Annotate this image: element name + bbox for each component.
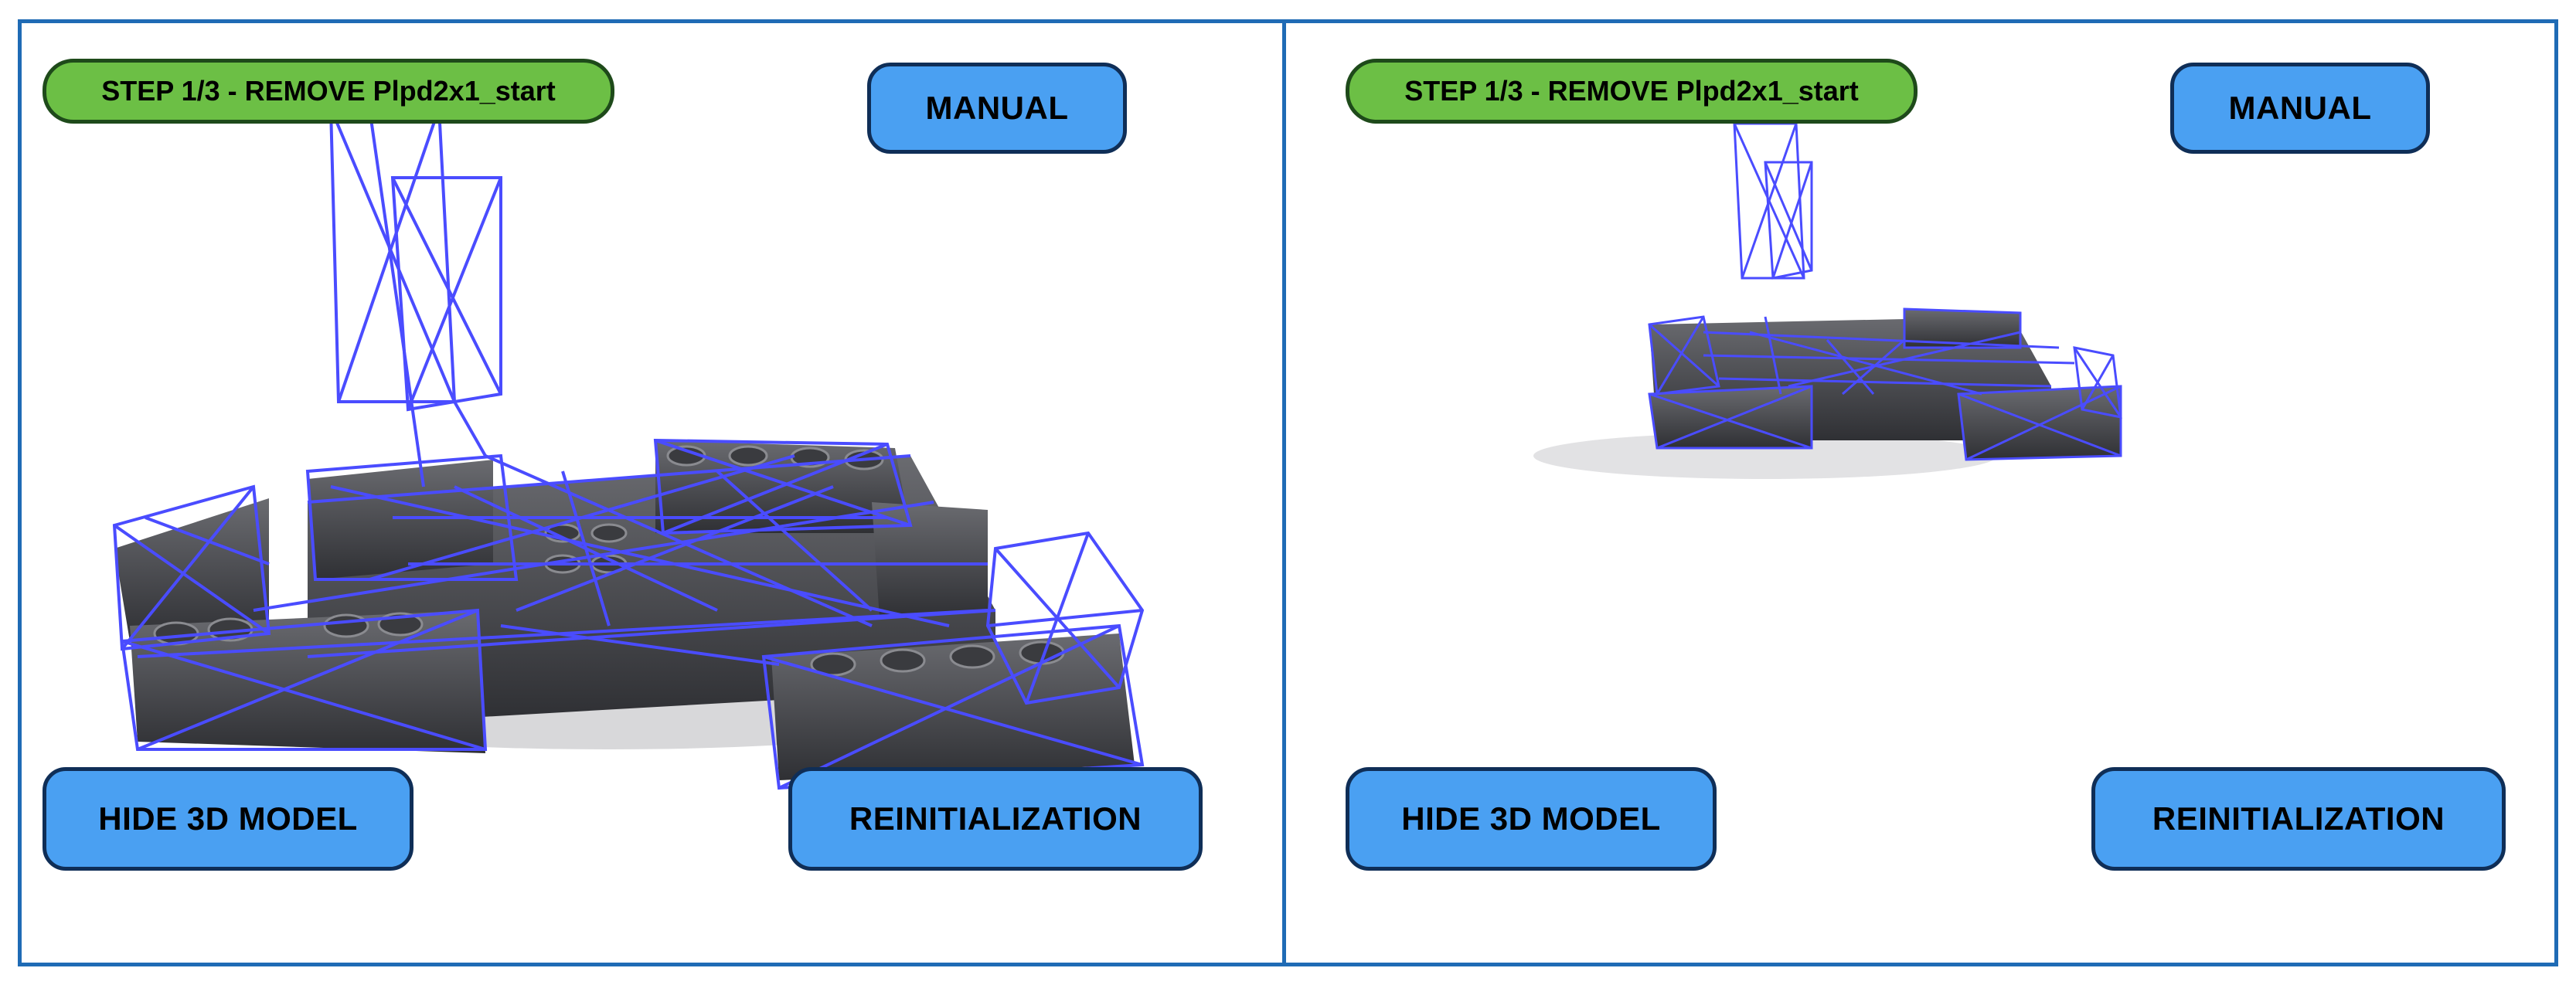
ar-scene-right bbox=[1533, 122, 2122, 479]
step-instruction-badge: STEP 1/3 - REMOVE Plpd2x1_start bbox=[1346, 59, 1918, 124]
ar-view-right: STEP 1/3 - REMOVE Plpd2x1_start MANUAL H… bbox=[1286, 23, 2554, 963]
hide-3d-model-button[interactable]: HIDE 3D MODEL bbox=[1346, 767, 1717, 871]
model-shadow bbox=[1533, 433, 1997, 479]
manual-button[interactable]: MANUAL bbox=[867, 63, 1127, 154]
app-frame bbox=[18, 19, 2558, 966]
lego-bricks-right bbox=[1649, 309, 2121, 460]
ar-scene-left bbox=[112, 107, 1145, 790]
hide-3d-model-button[interactable]: HIDE 3D MODEL bbox=[43, 767, 413, 871]
view-divider bbox=[1282, 19, 1286, 966]
manual-button[interactable]: MANUAL bbox=[2170, 63, 2430, 154]
wireframe-overlay-left bbox=[112, 107, 1145, 790]
wireframe-overlay-right bbox=[1648, 122, 2122, 461]
reinitialization-button[interactable]: REINITIALIZATION bbox=[2091, 767, 2506, 871]
reinitialization-button[interactable]: REINITIALIZATION bbox=[788, 767, 1203, 871]
step-instruction-badge: STEP 1/3 - REMOVE Plpd2x1_start bbox=[43, 59, 614, 124]
ar-view-left: STEP 1/3 - REMOVE Plpd2x1_start MANUAL H… bbox=[22, 23, 1282, 963]
